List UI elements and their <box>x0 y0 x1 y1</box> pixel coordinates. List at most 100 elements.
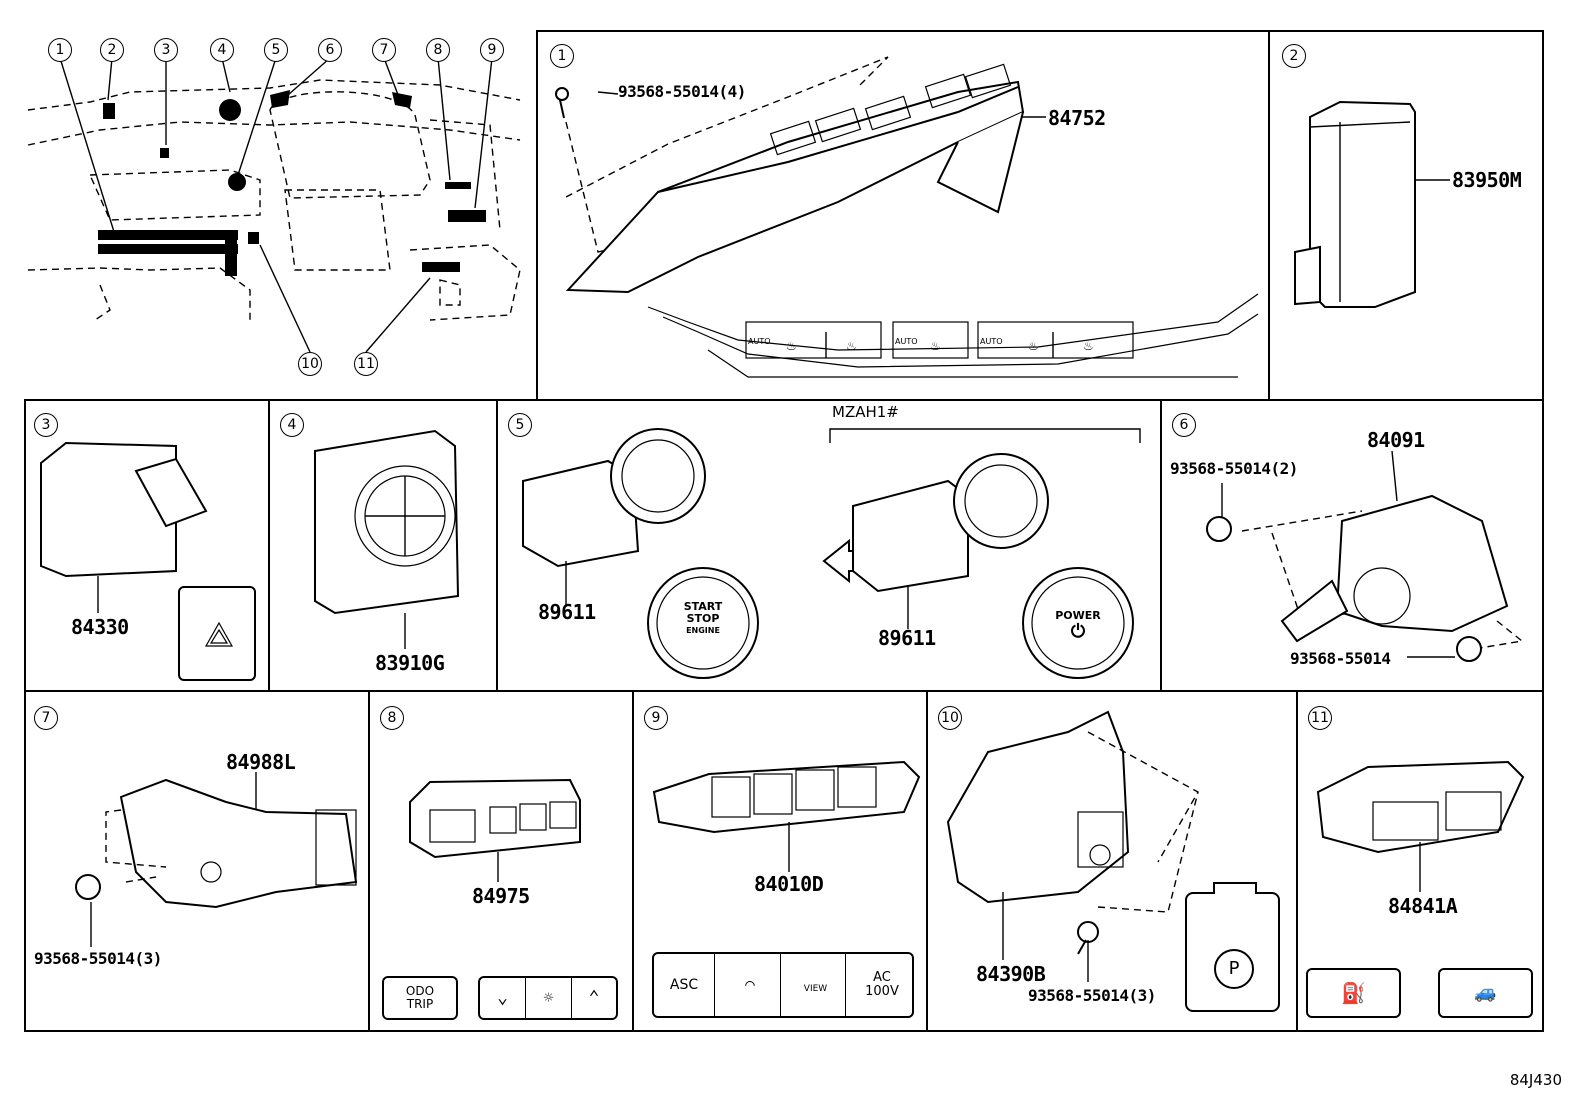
view-label: VIEW <box>803 984 828 994</box>
part-number: 84091 <box>1367 428 1425 452</box>
callout-7: 7 <box>372 38 396 62</box>
callout-4: 4 <box>210 38 234 62</box>
switch-panel-drawing <box>652 760 921 872</box>
callout-5: 5 <box>264 38 288 62</box>
parking-brake-button[interactable]: P <box>1185 882 1280 1012</box>
chevron-down-icon: ⌄ <box>497 987 508 1008</box>
parking-brake-icon: P <box>1214 949 1254 989</box>
panel-6: 6 84091 93568-55014(2) 93568-55014 <box>1160 399 1544 692</box>
ac-100v-button[interactable]: AC 100V <box>852 954 912 1016</box>
mirror-switch-drawing <box>314 429 460 649</box>
part-number: 84988L <box>226 750 296 774</box>
panel-number: 5 <box>508 413 532 437</box>
svg-text:♨: ♨ <box>930 339 941 353</box>
callout-6: 6 <box>318 38 342 62</box>
odo-trip-button[interactable]: ODO TRIP <box>382 976 458 1020</box>
svg-text:♨: ♨ <box>846 339 857 353</box>
panel-number: 2 <box>1282 44 1306 68</box>
push-start-switch-drawing <box>522 428 1141 679</box>
callout-11: 11 <box>354 352 378 376</box>
callout-3: 3 <box>154 38 178 62</box>
svg-text:♨: ♨ <box>1083 339 1094 353</box>
callout-1: 1 <box>48 38 72 62</box>
panel-4: 4 83910G <box>268 399 498 692</box>
panel-number: 9 <box>644 706 668 730</box>
switch-group: ⌄ ☼ ⌃ <box>478 976 618 1020</box>
fastener-part-number: 93568-55014(3) <box>1028 986 1156 1005</box>
back-door-button[interactable]: 🚙 <box>1438 968 1533 1018</box>
panel-number: 1 <box>550 44 574 68</box>
auto-label: AUTO <box>895 337 918 346</box>
panel-number: 3 <box>34 413 58 437</box>
ac-label: AC <box>873 970 891 985</box>
hazard-button[interactable] <box>178 586 256 681</box>
panel-number: 11 <box>1308 706 1332 730</box>
part-number: 84390B <box>976 962 1046 986</box>
panel-number: 10 <box>938 706 962 730</box>
fuel-door-switch-drawing <box>1316 760 1525 892</box>
panel-11: 11 84841A ⛽ 🚙 <box>1296 690 1544 1032</box>
part-number: 83910G <box>375 651 445 675</box>
callout-10: 10 <box>298 352 322 376</box>
display-dimmer-button[interactable]: ☼ <box>526 978 572 1018</box>
lever-switch-drawing <box>75 772 358 947</box>
panel-9: 9 84010D ASC ◠ VIEW AC 100V <box>632 690 928 1032</box>
wiper-button[interactable]: ◠ <box>720 954 781 1016</box>
overview-diagram: 1 2 3 4 5 6 7 8 9 10 11 <box>20 30 530 380</box>
trip-label: TRIP <box>406 997 434 1011</box>
switch-assembly-drawing <box>1206 450 1524 662</box>
part-number: 84841A <box>1388 894 1458 918</box>
panel-number: 4 <box>280 413 304 437</box>
asc-button[interactable]: ASC <box>654 954 715 1016</box>
part-number: 84330 <box>71 615 129 639</box>
button-tab <box>1213 882 1257 894</box>
hazard-triangle-icon <box>204 621 234 647</box>
panel-8: 8 84975 ODO TRIP ⌄ ☼ ⌃ <box>368 690 634 1032</box>
power-label: POWER <box>1055 609 1101 622</box>
stop-label: STOP <box>686 612 720 625</box>
switch-strip: ASC ◠ VIEW AC 100V <box>652 952 914 1018</box>
power-icon: ⏻ <box>1070 621 1086 642</box>
panel-number: 7 <box>34 706 58 730</box>
chevron-up-icon: ⌃ <box>588 987 600 1008</box>
up-button[interactable]: ⌃ <box>572 978 616 1018</box>
svg-text:♨: ♨ <box>786 339 797 353</box>
hazard-switch-drawing <box>40 441 208 613</box>
dashboard-outline <box>27 57 521 353</box>
parking-brake-switch-drawing <box>946 710 1199 982</box>
fastener-part-number: 93568-55014(3) <box>34 949 162 968</box>
power-button[interactable]: POWER ⏻ <box>1038 609 1118 642</box>
part-number: 84975 <box>472 884 530 908</box>
dimmer-icon: ☼ <box>543 988 554 1007</box>
fastener-part-number: 93568-55014(2) <box>1170 459 1298 478</box>
view-button[interactable]: VIEW <box>786 954 846 1016</box>
panel-7: 7 84988L 93568-55014(3) <box>24 690 370 1032</box>
callout-8: 8 <box>426 38 450 62</box>
panel-1: 1 ♨ ♨ ♨ ♨ ♨ 93568-55014(4) 84752 AUTO AU… <box>536 30 1270 401</box>
diagram-code: 84J430 <box>1509 1071 1562 1089</box>
part-number: 84752 <box>1048 106 1106 130</box>
asc-label: ASC <box>669 977 699 993</box>
fuel-pump-icon: ⛽ <box>1341 981 1366 1005</box>
down-button[interactable]: ⌄ <box>480 978 526 1018</box>
auto-label: AUTO <box>748 337 771 346</box>
engine-label: ENGINE <box>686 626 720 635</box>
start-label: START <box>683 600 723 613</box>
callout-2: 2 <box>100 38 124 62</box>
auto-label: AUTO <box>980 337 1003 346</box>
variant-label: MZAH1# <box>832 403 899 421</box>
panel-number: 8 <box>380 706 404 730</box>
part-number: 83950M <box>1452 168 1522 192</box>
fuel-door-button[interactable]: ⛽ <box>1306 968 1401 1018</box>
panel-5: 5 MZAH1# 89611 89611 START STOP ENGINE P… <box>496 399 1162 692</box>
panel-number: 6 <box>1172 413 1196 437</box>
part-number: 89611 <box>878 626 936 650</box>
panel-3: 3 84330 <box>24 399 270 692</box>
start-stop-button[interactable]: START STOP ENGINE <box>663 601 743 637</box>
panel-10: 10 84390B 93568-55014(3) P <box>926 690 1298 1032</box>
module-drawing <box>1294 100 1450 308</box>
part-number: 89611 <box>538 600 596 624</box>
voltage-label: 100V <box>865 984 899 999</box>
seat-heater-switch-assembly-drawing: ♨ ♨ ♨ ♨ ♨ <box>555 56 1259 378</box>
vehicle-back-door-icon: 🚙 <box>1474 982 1497 1003</box>
